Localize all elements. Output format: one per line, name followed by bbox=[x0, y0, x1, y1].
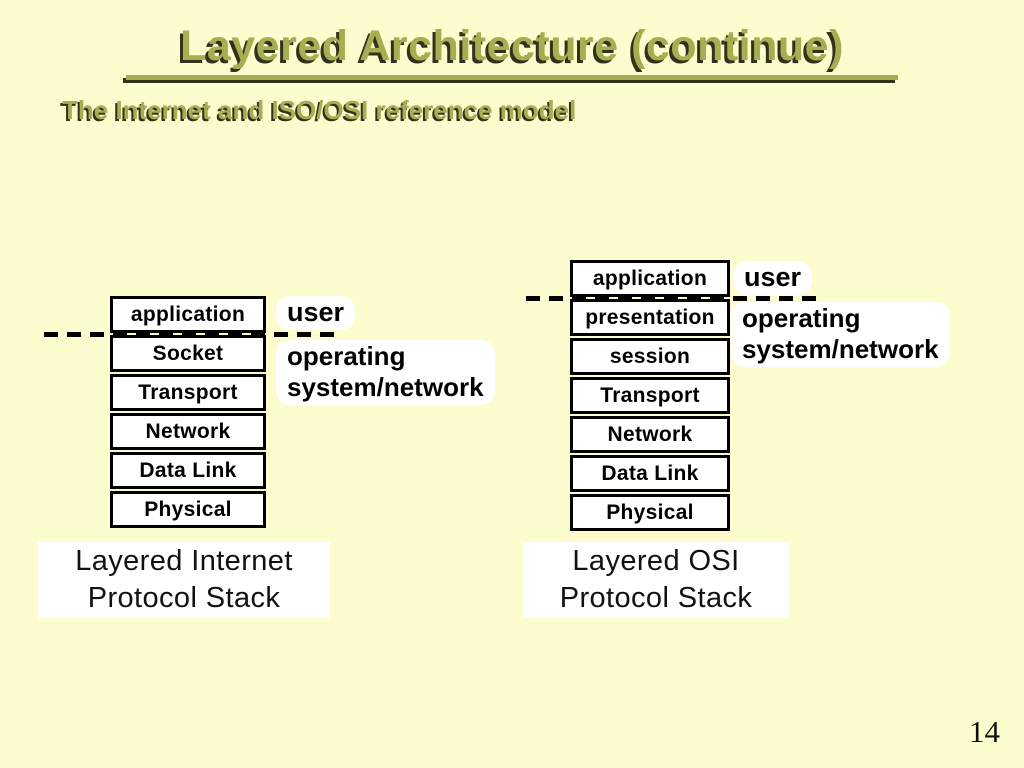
caption-line2: Protocol Stack bbox=[87, 582, 281, 614]
title-underline bbox=[126, 75, 898, 80]
stack-layer: Data Link bbox=[110, 452, 266, 489]
os-label-line1: operating bbox=[742, 303, 861, 333]
os-network-label-left: operating system/network bbox=[276, 340, 495, 405]
os-label-line2: system/network bbox=[742, 334, 939, 364]
os-label-line2: system/network bbox=[287, 372, 484, 402]
stack-layer: Transport bbox=[110, 374, 266, 411]
user-kernel-boundary-line-right bbox=[526, 296, 822, 301]
slide-title-block: Layered Architecture (continue) bbox=[0, 22, 1024, 80]
os-network-label-right: operating system/network bbox=[731, 302, 950, 367]
caption-line2: Protocol Stack bbox=[559, 582, 753, 614]
internet-stack-caption: Layered Internet Protocol Stack bbox=[38, 542, 330, 618]
stack-layer: Network bbox=[570, 416, 730, 453]
stack-layer: Network bbox=[110, 413, 266, 450]
stack-layer: Data Link bbox=[570, 455, 730, 492]
stack-layer: application bbox=[110, 296, 266, 333]
slide-title: Layered Architecture (continue) bbox=[180, 22, 844, 70]
stack-layer: Physical bbox=[110, 491, 266, 528]
stack-layer: session bbox=[570, 338, 730, 375]
user-label-left: user bbox=[276, 296, 356, 330]
stack-layer: application bbox=[570, 260, 730, 297]
user-label-right: user bbox=[733, 261, 813, 295]
stack-layer: Transport bbox=[570, 377, 730, 414]
os-label-line1: operating bbox=[287, 341, 406, 371]
stack-layer: Physical bbox=[570, 494, 730, 531]
caption-line1: Layered Internet bbox=[75, 545, 293, 577]
user-kernel-boundary-line-left bbox=[44, 332, 342, 337]
stack-layer: presentation bbox=[570, 299, 730, 336]
caption-line1: Layered OSI bbox=[572, 545, 740, 577]
slide-subtitle: The Internet and ISO/OSI reference model bbox=[62, 95, 577, 125]
osi-stack-caption: Layered OSI Protocol Stack bbox=[523, 542, 789, 618]
page-number: 14 bbox=[969, 714, 1000, 749]
stack-layer: Socket bbox=[110, 335, 266, 372]
